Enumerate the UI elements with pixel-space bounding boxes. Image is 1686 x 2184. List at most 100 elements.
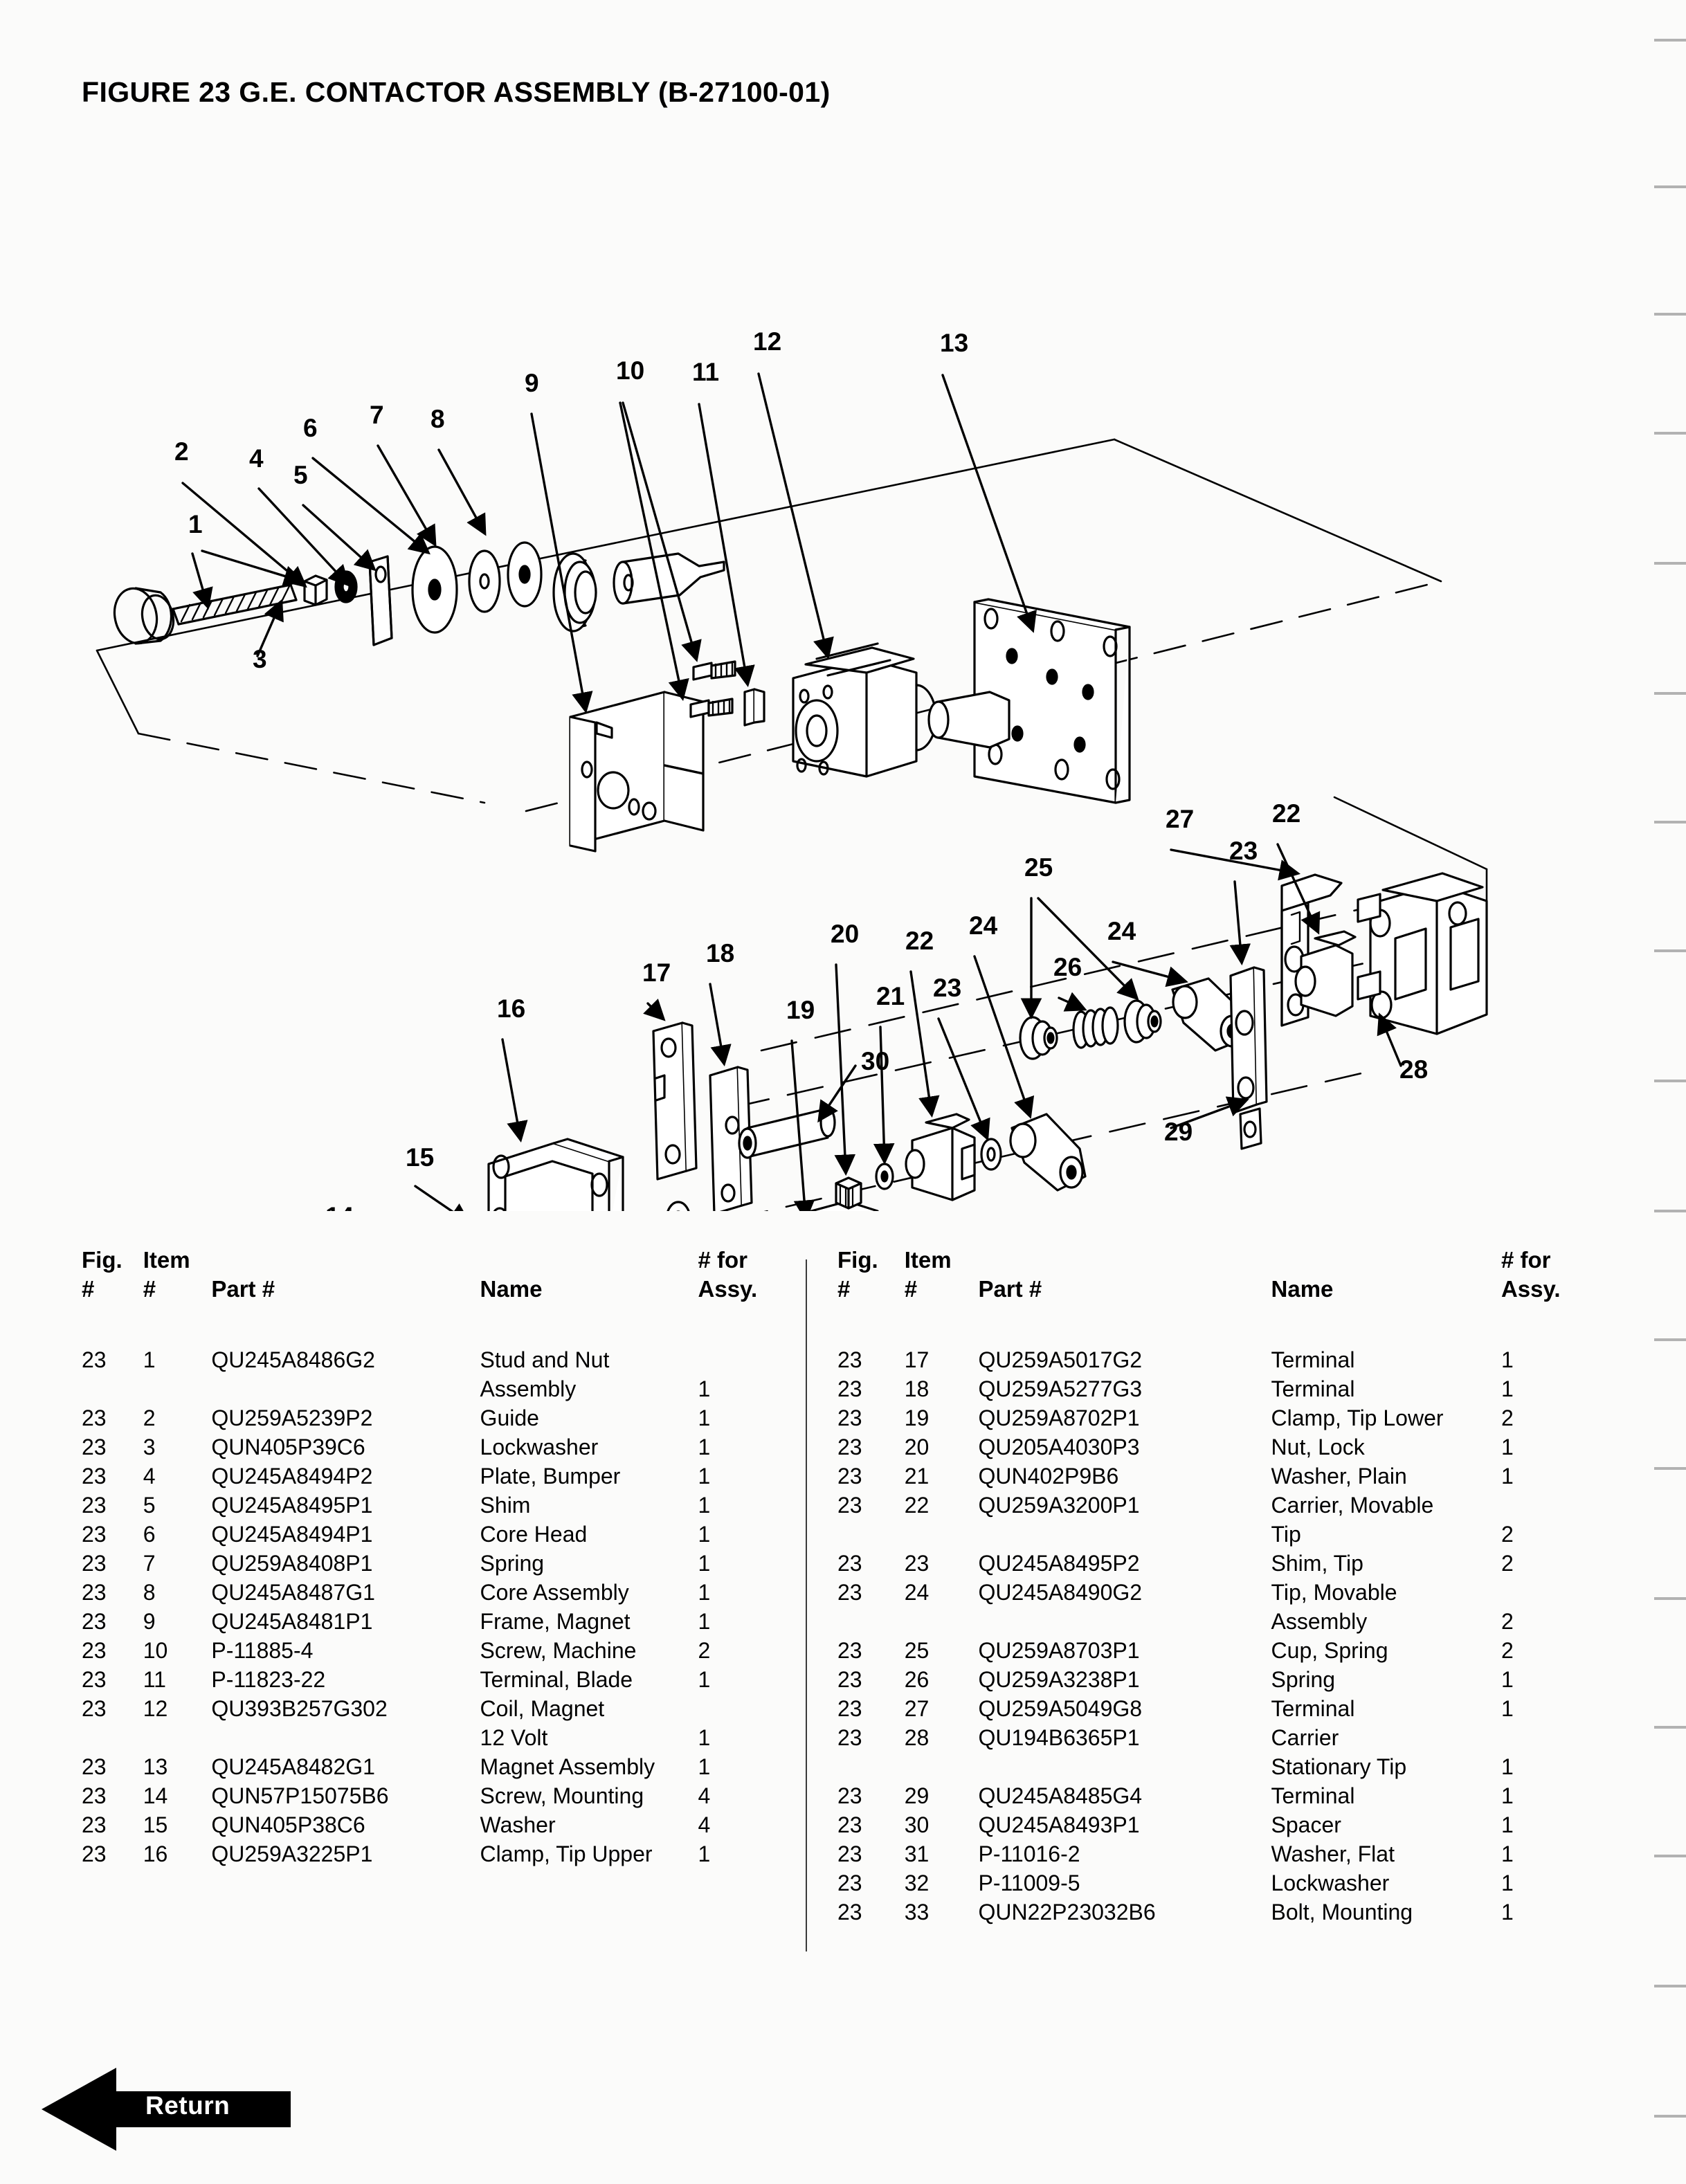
cell-qty: 1 — [1501, 1435, 1514, 1459]
cell-fig: 23 — [837, 1464, 862, 1489]
cell-part-number: QUN402P9B6 — [978, 1464, 1119, 1489]
callout-number-17: 17 — [642, 958, 671, 987]
exploded-assembly-diagram: 1234567891011121314151617181920212223242… — [0, 208, 1686, 1211]
cell-item: 1 — [143, 1347, 156, 1372]
callout-number-28: 28 — [1399, 1055, 1428, 1084]
header-item-hash: # — [143, 1276, 156, 1302]
cell-fig: 23 — [82, 1405, 107, 1430]
cell-part-number: QU205A4030P3 — [978, 1435, 1140, 1459]
header-qty-assy-r: Assy. — [1501, 1276, 1561, 1302]
callout-number-15: 15 — [406, 1143, 434, 1172]
cell-part-number: QUN22P23032B6 — [978, 1900, 1156, 1924]
cell-empty — [143, 1374, 212, 1403]
cell-qty: 1 — [1501, 1376, 1514, 1401]
header-name-spacer-r — [1271, 1246, 1501, 1275]
cell-part-number: QU259A3238P1 — [978, 1667, 1140, 1692]
cell-part-name: Terminal — [1271, 1696, 1355, 1721]
callout-number-4: 4 — [249, 444, 264, 473]
cell-part-name: Stud and Nut — [480, 1347, 610, 1372]
cell-item: 21 — [904, 1464, 930, 1489]
cell-item: 6 — [143, 1522, 156, 1547]
margin-tick — [1654, 432, 1686, 435]
cell-part-name: Screw, Mounting — [480, 1783, 644, 1808]
header-part-number: Part # — [211, 1276, 275, 1302]
cell-item: 3 — [143, 1435, 156, 1459]
cell-part-name: Spacer — [1271, 1812, 1341, 1837]
cell-part-name: Terminal — [1271, 1376, 1355, 1401]
cell-empty — [905, 1752, 979, 1781]
cell-item: 24 — [904, 1580, 930, 1605]
cell-item: 30 — [904, 1812, 930, 1837]
callout-number-21: 21 — [876, 982, 905, 1010]
cell-qty — [698, 1345, 788, 1374]
callout-number-12: 12 — [753, 327, 781, 356]
header-fig: Fig. — [82, 1247, 123, 1273]
header-part-spacer — [211, 1246, 480, 1275]
margin-tick — [1654, 1080, 1686, 1082]
cell-empty — [837, 1752, 905, 1781]
cell-qty: 1 — [698, 1493, 711, 1518]
cell-part-name: Clamp, Tip Lower — [1271, 1405, 1444, 1430]
return-button[interactable]: Return — [42, 2068, 318, 2151]
cell-part-number: QU259A3200P1 — [978, 1493, 1140, 1518]
margin-tick — [1654, 1467, 1686, 1470]
callout-number-14: 14 — [325, 1202, 354, 1211]
cell-fig: 23 — [82, 1841, 107, 1866]
cell-empty — [837, 1607, 905, 1636]
cell-fig: 23 — [82, 1696, 107, 1721]
cell-qty: 4 — [698, 1783, 711, 1808]
callout-number-22b: 22 — [1272, 799, 1300, 828]
cell-item: 33 — [904, 1900, 930, 1924]
cell-part-name: Carrier, Movable — [1271, 1493, 1434, 1518]
cell-item: 7 — [143, 1551, 156, 1576]
cell-qty: 1 — [698, 1522, 711, 1547]
header-part-spacer-r — [978, 1246, 1271, 1275]
callout-number-1: 1 — [188, 510, 203, 538]
cell-qty: 1 — [698, 1725, 711, 1750]
cell-qty: 1 — [1501, 1696, 1514, 1721]
cell-part-name: Cup, Spring — [1271, 1638, 1388, 1663]
cell-qty: 1 — [1501, 1667, 1514, 1692]
cell-qty: 1 — [698, 1435, 711, 1459]
callout-number-6: 6 — [303, 414, 318, 442]
cell-empty — [211, 1374, 480, 1403]
cell-part-number: QU245A8481P1 — [211, 1609, 373, 1634]
cell-part-name: Shim, Tip — [1271, 1551, 1363, 1576]
cell-qty — [1501, 1578, 1599, 1607]
callout-number-20: 20 — [831, 920, 859, 948]
cell-part-number: QU245A8487G1 — [211, 1580, 375, 1605]
cell-qty: 1 — [1501, 1754, 1514, 1779]
cell-item: 10 — [143, 1638, 168, 1663]
cell-part-name: Carrier — [1271, 1725, 1339, 1750]
cell-fig: 23 — [82, 1783, 107, 1808]
cell-fig: 23 — [837, 1841, 862, 1866]
cell-part-number: QUN405P38C6 — [211, 1812, 365, 1837]
callout-number-3: 3 — [253, 645, 267, 673]
cell-item: 17 — [904, 1347, 930, 1372]
cell-part-name: Washer, Plain — [1271, 1464, 1407, 1489]
header-fig-r: Fig. — [837, 1247, 878, 1273]
cell-fig: 23 — [837, 1347, 862, 1372]
header-fig-hash-r: # — [837, 1276, 851, 1302]
header-item: Item — [143, 1247, 190, 1273]
margin-tick — [1654, 692, 1686, 695]
cell-qty: 2 — [698, 1638, 711, 1663]
callout-number-23: 23 — [933, 974, 961, 1002]
callout-number-8: 8 — [430, 405, 445, 433]
return-arrow-icon[interactable] — [42, 2068, 318, 2151]
header-qty-assy: Assy. — [698, 1276, 758, 1302]
